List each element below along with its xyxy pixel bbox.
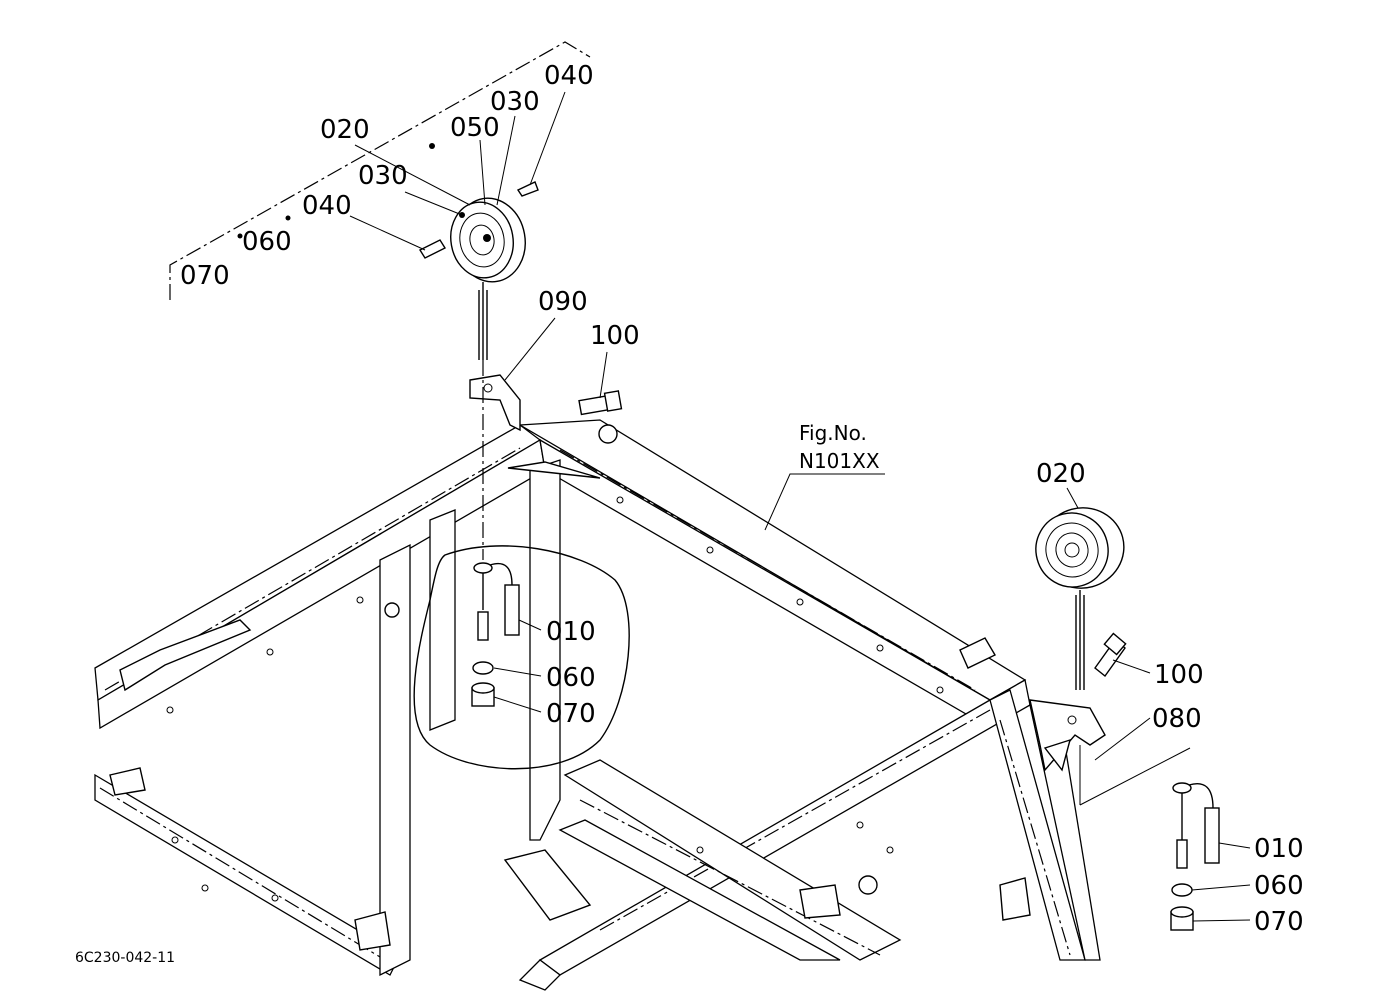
callout-030-left-b: 030 [490,87,540,117]
callout-020-right: 020 [1036,459,1086,489]
screw-040-left [418,181,539,259]
callout-060-left-detail: 060 [546,663,596,693]
callout-060-left: 060 [242,227,292,257]
callout-070-right: 070 [1254,907,1304,937]
bolt-100-left [578,390,623,416]
drawing-code: 6C230-042-11 [75,950,175,966]
callout-040-left-a: 040 [302,191,352,221]
right-light-assembly [1029,507,1220,931]
work-light-left [450,197,526,360]
callout-050-left: 050 [450,113,500,143]
callout-100-right: 100 [1154,660,1204,690]
callouts-left: 020 030 030 040 040 050 060 070 090 100 … [180,61,640,729]
callout-010-left-detail: 010 [546,617,596,647]
cab-frame [94,419,1101,991]
figure-reference: Fig.No. N101XX [799,421,880,473]
callout-040-left-b: 040 [544,61,594,91]
callout-070-left-detail: 070 [546,699,596,729]
frame-holes [166,496,944,902]
callout-090: 090 [538,287,588,317]
work-light-right [1035,507,1125,690]
callout-080: 080 [1152,704,1202,734]
detail-parts-right [1170,782,1220,931]
fig-ref-number: N101XX [799,449,880,473]
fig-ref-label: Fig.No. [799,421,867,445]
bracket-090 [469,374,521,432]
callout-100-left: 100 [590,321,640,351]
callout-070-left: 070 [180,261,230,291]
callout-030-left-a: 030 [358,161,408,191]
left-light-assembly [169,41,630,770]
callouts-right: 020 100 080 010 060 070 [1036,459,1304,937]
detail-parts-left [471,562,520,707]
callout-020-left: 020 [320,115,370,145]
callout-060-right: 060 [1254,871,1304,901]
detail-bubble-left [413,545,630,770]
callout-010-right: 010 [1254,834,1304,864]
leader-lines [349,91,1251,922]
bolt-100-right [1094,632,1127,678]
